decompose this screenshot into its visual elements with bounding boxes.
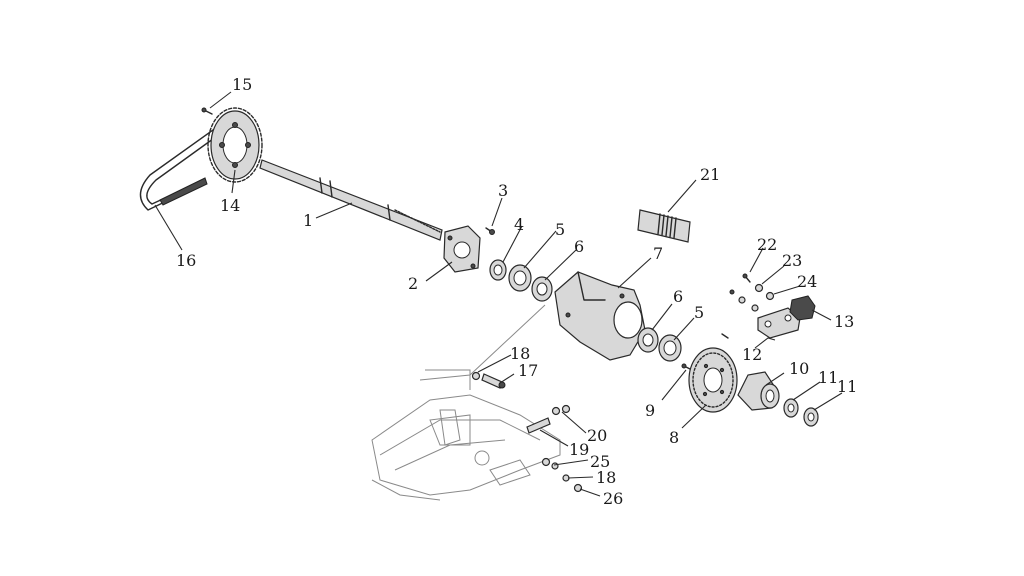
chain-16 bbox=[139, 124, 225, 211]
label-part-6-right: 6 bbox=[673, 287, 683, 306]
seal-6-right bbox=[637, 327, 659, 353]
label-part-9: 9 bbox=[645, 401, 655, 420]
roller-sleeve-21 bbox=[637, 209, 691, 243]
bolt-25 bbox=[541, 457, 559, 470]
label-part-8: 8 bbox=[669, 428, 679, 447]
frame-swingarm bbox=[371, 304, 561, 501]
label-part-12: 12 bbox=[742, 345, 762, 364]
label-part-24: 24 bbox=[797, 272, 817, 291]
label-part-23: 23 bbox=[782, 251, 802, 270]
label-part-3: 3 bbox=[498, 181, 508, 200]
label-part-26: 26 bbox=[603, 489, 623, 508]
label-part-14: 14 bbox=[220, 196, 240, 215]
nut-11-right bbox=[803, 407, 819, 427]
label-part-15: 15 bbox=[232, 75, 252, 94]
label-part-25: 25 bbox=[590, 452, 610, 471]
label-part-21: 21 bbox=[700, 165, 720, 184]
bearing-5-left bbox=[508, 264, 532, 292]
label-part-22: 22 bbox=[757, 235, 777, 254]
label-part-1: 1 bbox=[303, 211, 313, 230]
leader-lines bbox=[154, 91, 843, 497]
small-bolts-group bbox=[721, 289, 759, 339]
screw-22 bbox=[742, 273, 751, 283]
label-part-13: 13 bbox=[834, 312, 854, 331]
screw-3 bbox=[485, 227, 495, 235]
bolt-15 bbox=[201, 107, 213, 115]
axle-shaft-1 bbox=[259, 159, 443, 241]
label-part-19: 19 bbox=[569, 440, 589, 459]
label-part-16: 16 bbox=[176, 251, 196, 270]
label-part-18-lower: 18 bbox=[596, 468, 616, 487]
label-part-4: 4 bbox=[514, 215, 524, 234]
seal-6-left bbox=[531, 276, 553, 302]
nut-11-left bbox=[783, 398, 799, 418]
label-part-7: 7 bbox=[653, 244, 663, 263]
washer-26 bbox=[573, 483, 583, 493]
sprocket-14 bbox=[207, 107, 263, 183]
nut-20 bbox=[551, 404, 571, 416]
label-part-5-left: 5 bbox=[555, 220, 565, 239]
bolt-19 bbox=[526, 417, 551, 434]
washer-24 bbox=[765, 291, 775, 301]
label-part-17: 17 bbox=[518, 361, 538, 380]
hub-flange-10 bbox=[737, 371, 780, 411]
bracket-12 bbox=[757, 307, 801, 339]
label-part-5-right: 5 bbox=[694, 303, 704, 322]
label-part-18-upper: 18 bbox=[510, 344, 530, 363]
part-number-labels: 15 14 16 1 2 3 4 5 6 7 6 5 21 22 23 24 1… bbox=[176, 75, 857, 508]
caliper-13 bbox=[789, 295, 816, 321]
label-part-11-left: 11 bbox=[818, 368, 838, 387]
bearing-holder-2 bbox=[443, 225, 481, 273]
label-part-6-left: 6 bbox=[574, 237, 584, 256]
hub-housing-7 bbox=[554, 271, 646, 361]
bearing-5-right bbox=[658, 334, 682, 362]
spacer-4 bbox=[489, 259, 507, 281]
washer-23 bbox=[754, 283, 764, 293]
label-part-20: 20 bbox=[587, 426, 607, 445]
label-part-10: 10 bbox=[789, 359, 809, 378]
brake-disc-8 bbox=[688, 347, 738, 413]
label-part-11-right: 11 bbox=[837, 377, 857, 396]
bolt-17-18 bbox=[471, 371, 506, 389]
label-part-2: 2 bbox=[408, 274, 418, 293]
